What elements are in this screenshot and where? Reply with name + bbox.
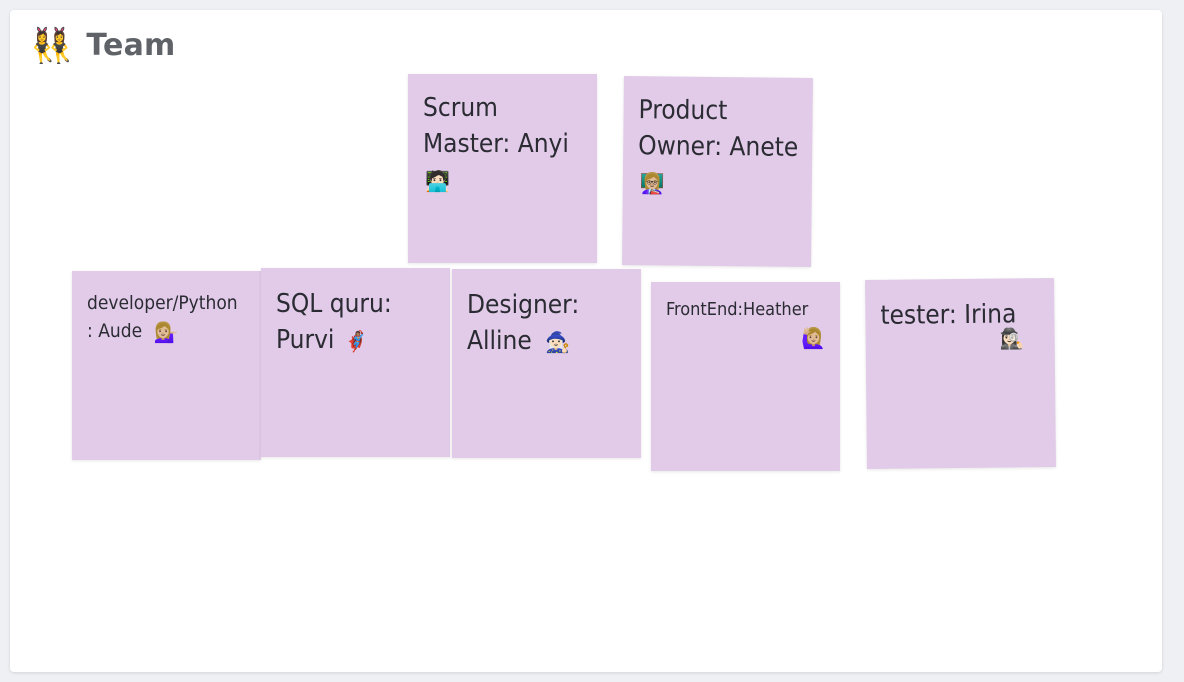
sticky-note-designer[interactable]: Designer: Alline 🧙🏻‍♀️ — [452, 269, 641, 458]
teacher-icon: 👩🏼‍🏫 — [639, 170, 665, 195]
whiteboard-canvas[interactable]: 👯‍♀️ Team Scrum Master: Anyi 🧑🏻‍💻 Produc… — [10, 10, 1162, 672]
sticky-note-sql-guru[interactable]: SQL quru: Purvi 🦸🏽‍♀️ — [261, 268, 450, 457]
sticky-note-text: FrontEnd:Heather — [666, 299, 809, 320]
sticky-note-text: SQL quru: Purvi — [276, 289, 392, 355]
sticky-note-text: developer/Python : Aude — [87, 292, 238, 342]
sticky-note-developer[interactable]: developer/Python : Aude 💁🏼‍♀️ — [72, 271, 261, 460]
board-header: 👯‍♀️ Team — [30, 28, 175, 63]
sticky-note-frontend[interactable]: FrontEnd:Heather 🙋🏼‍♀️ — [651, 282, 840, 471]
technologist-icon: 🧑🏻‍💻 — [425, 168, 450, 193]
sticky-note-text: Product Owner: Anete — [638, 95, 799, 163]
sticky-note-scrum-master[interactable]: Scrum Master: Anyi 🧑🏻‍💻 — [408, 74, 597, 263]
board-title[interactable]: Team — [86, 28, 176, 63]
sticky-note-tester[interactable]: tester: Irina 🕵🏻‍♀️ — [865, 278, 1056, 469]
woman-tipping-hand-icon: 💁🏼‍♀️ — [153, 319, 179, 344]
superhero-icon: 🦸🏽‍♀️ — [343, 328, 369, 353]
mage-icon: 🧙🏻‍♀️ — [545, 329, 571, 354]
sticky-note-product-owner[interactable]: Product Owner: Anete 👩🏼‍🏫 — [622, 76, 813, 267]
sticky-note-text: Scrum Master: Anyi — [423, 93, 569, 159]
two-dancing-women-icon: 👯‍♀️ — [30, 25, 73, 66]
woman-raising-hand-icon: 🙋🏼‍♀️ — [801, 326, 826, 350]
sticky-note-text: Designer: Alline — [467, 290, 580, 356]
